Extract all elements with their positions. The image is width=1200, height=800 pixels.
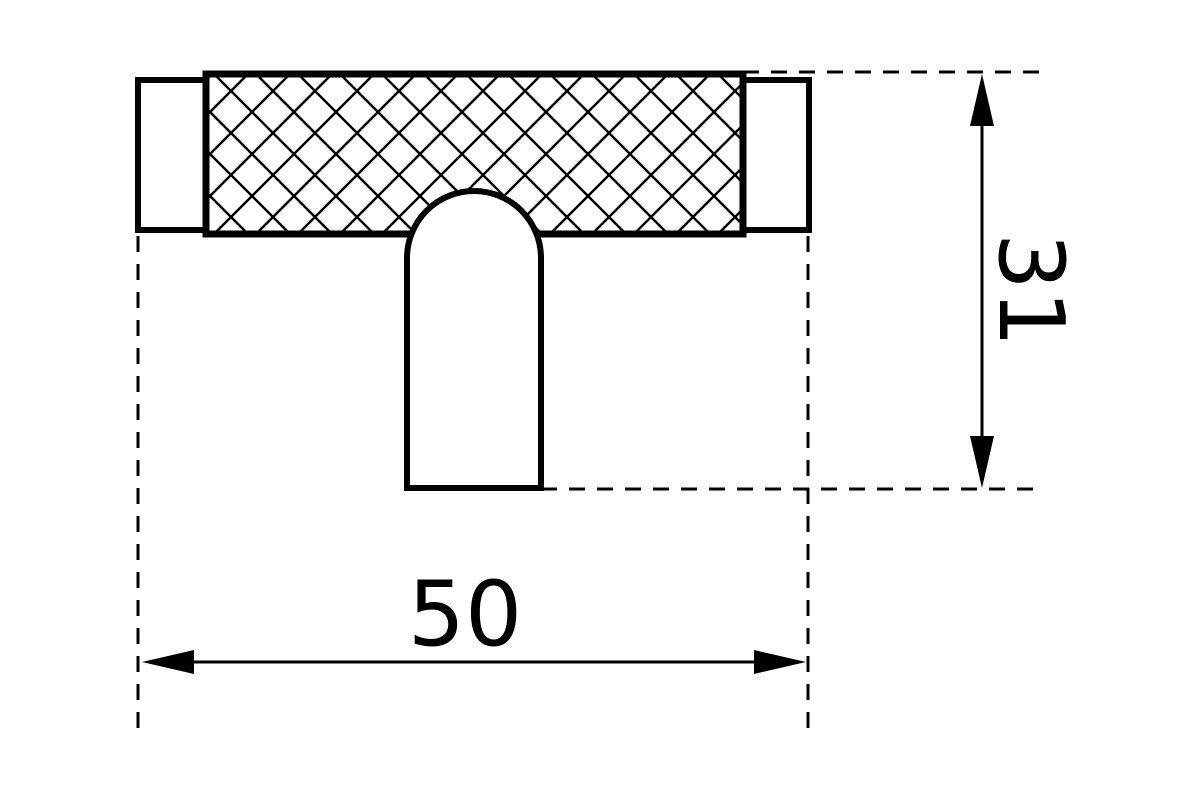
height-dimension: 31 <box>970 74 1083 488</box>
knurled-grip <box>202 70 747 238</box>
handle-stem <box>404 188 544 491</box>
top-arrowhead <box>970 74 994 126</box>
right-end-cap <box>740 77 812 233</box>
right-arrowhead <box>754 650 806 674</box>
knurl-hatch-pattern <box>206 74 743 234</box>
left-arrowhead <box>142 650 194 674</box>
width-dimension-label: 50 <box>408 562 523 667</box>
bottom-arrowhead <box>970 436 994 488</box>
left-end-cap <box>135 77 209 233</box>
height-dimension-label: 31 <box>978 233 1083 348</box>
width-dimension: 50 <box>142 562 806 674</box>
